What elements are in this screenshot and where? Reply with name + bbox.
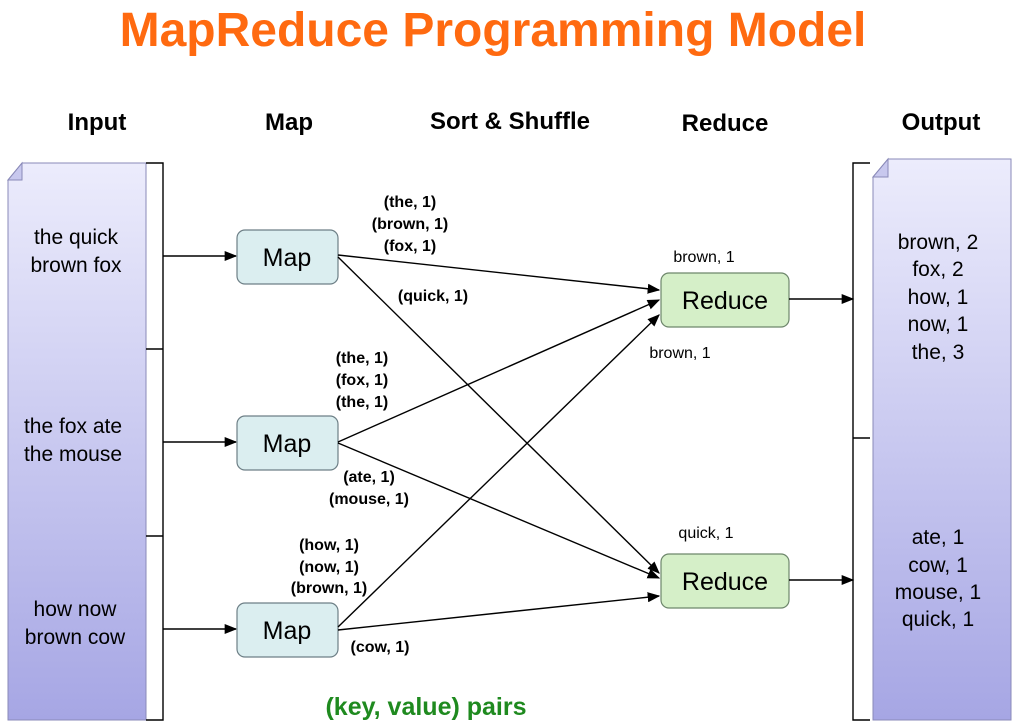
- input-1-line-1: the quick: [34, 226, 119, 249]
- column-header-reduce: Reduce: [682, 110, 769, 137]
- reduce-1-input-bottom: brown, 1: [649, 345, 710, 362]
- pair-map-2-mouse: (mouse, 1): [329, 491, 409, 508]
- arrow-map-2-to-reduce-1: [337, 299, 661, 443]
- caption-key-value-pairs: (key, value) pairs: [325, 693, 526, 721]
- pair-map-1-the: (the, 1): [384, 194, 436, 211]
- output-2-cow: cow, 1: [908, 554, 968, 577]
- arrow-map-3-to-reduce-2: [337, 592, 661, 631]
- pair-map-1-brown: (brown, 1): [372, 216, 448, 233]
- map-box-1-label: Map: [263, 244, 312, 272]
- map-box-3-label: Map: [263, 617, 312, 645]
- output-2-mouse: mouse, 1: [895, 581, 981, 604]
- output-1-brown: brown, 2: [898, 231, 979, 254]
- arrow-map-1-to-reduce-2: [337, 256, 660, 574]
- output-2-quick: quick, 1: [902, 608, 974, 631]
- reduce-box-1: Reduce: [660, 272, 790, 328]
- page-title: MapReduce Programming Model: [120, 4, 867, 57]
- pair-map-3-how: (how, 1): [299, 537, 359, 554]
- pair-map-2-the-a: (the, 1): [336, 350, 388, 367]
- column-header-map: Map: [265, 109, 313, 136]
- pair-map-2-the-b: (the, 1): [336, 394, 388, 411]
- column-header-output: Output: [902, 109, 981, 136]
- pair-map-1-fox: (fox, 1): [384, 238, 436, 255]
- pair-map-3-now: (now, 1): [299, 559, 359, 576]
- pair-map-3-cow: (cow, 1): [351, 639, 410, 656]
- output-document: [871, 157, 1012, 721]
- reduce-box-2: Reduce: [660, 553, 790, 609]
- output-1-now: now, 1: [908, 313, 969, 336]
- column-header-input: Input: [68, 109, 127, 136]
- input-bracket: [146, 162, 164, 721]
- map-box-1: Map: [236, 229, 339, 285]
- map-box-2-label: Map: [263, 430, 312, 458]
- reduce-1-input-top: brown, 1: [673, 249, 734, 266]
- pair-map-2-fox: (fox, 1): [336, 372, 388, 389]
- pair-map-3-brown: (brown, 1): [291, 580, 367, 597]
- arrow-map-1-to-reduce-1: [337, 254, 661, 294]
- input-3-line-1: how now: [34, 598, 118, 621]
- input-1-line-2: brown fox: [30, 254, 122, 277]
- input-document: [6, 161, 147, 721]
- reduce-box-2-label: Reduce: [682, 568, 768, 596]
- arrow-map-2-to-reduce-2: [337, 442, 661, 579]
- reduce-2-input-top: quick, 1: [678, 525, 733, 542]
- input-2-line-2: the mouse: [24, 443, 122, 466]
- reduce-box-1-label: Reduce: [682, 287, 768, 315]
- pair-map-1-quick: (quick, 1): [398, 288, 468, 305]
- output-2-ate: ate, 1: [912, 526, 965, 549]
- output-bracket: [852, 162, 870, 721]
- output-1-fox: fox, 2: [912, 258, 963, 281]
- output-1-how: how, 1: [908, 286, 969, 309]
- input-3-line-2: brown cow: [25, 626, 126, 649]
- arrow-map-3-to-reduce-1: [337, 314, 660, 628]
- map-box-2: Map: [236, 415, 339, 471]
- column-header-sort-shuffle: Sort & Shuffle: [430, 108, 590, 135]
- map-box-3: Map: [236, 602, 339, 658]
- output-1-the: the, 3: [912, 341, 965, 364]
- input-2-line-1: the fox ate: [24, 415, 122, 438]
- pair-map-2-ate: (ate, 1): [343, 469, 395, 486]
